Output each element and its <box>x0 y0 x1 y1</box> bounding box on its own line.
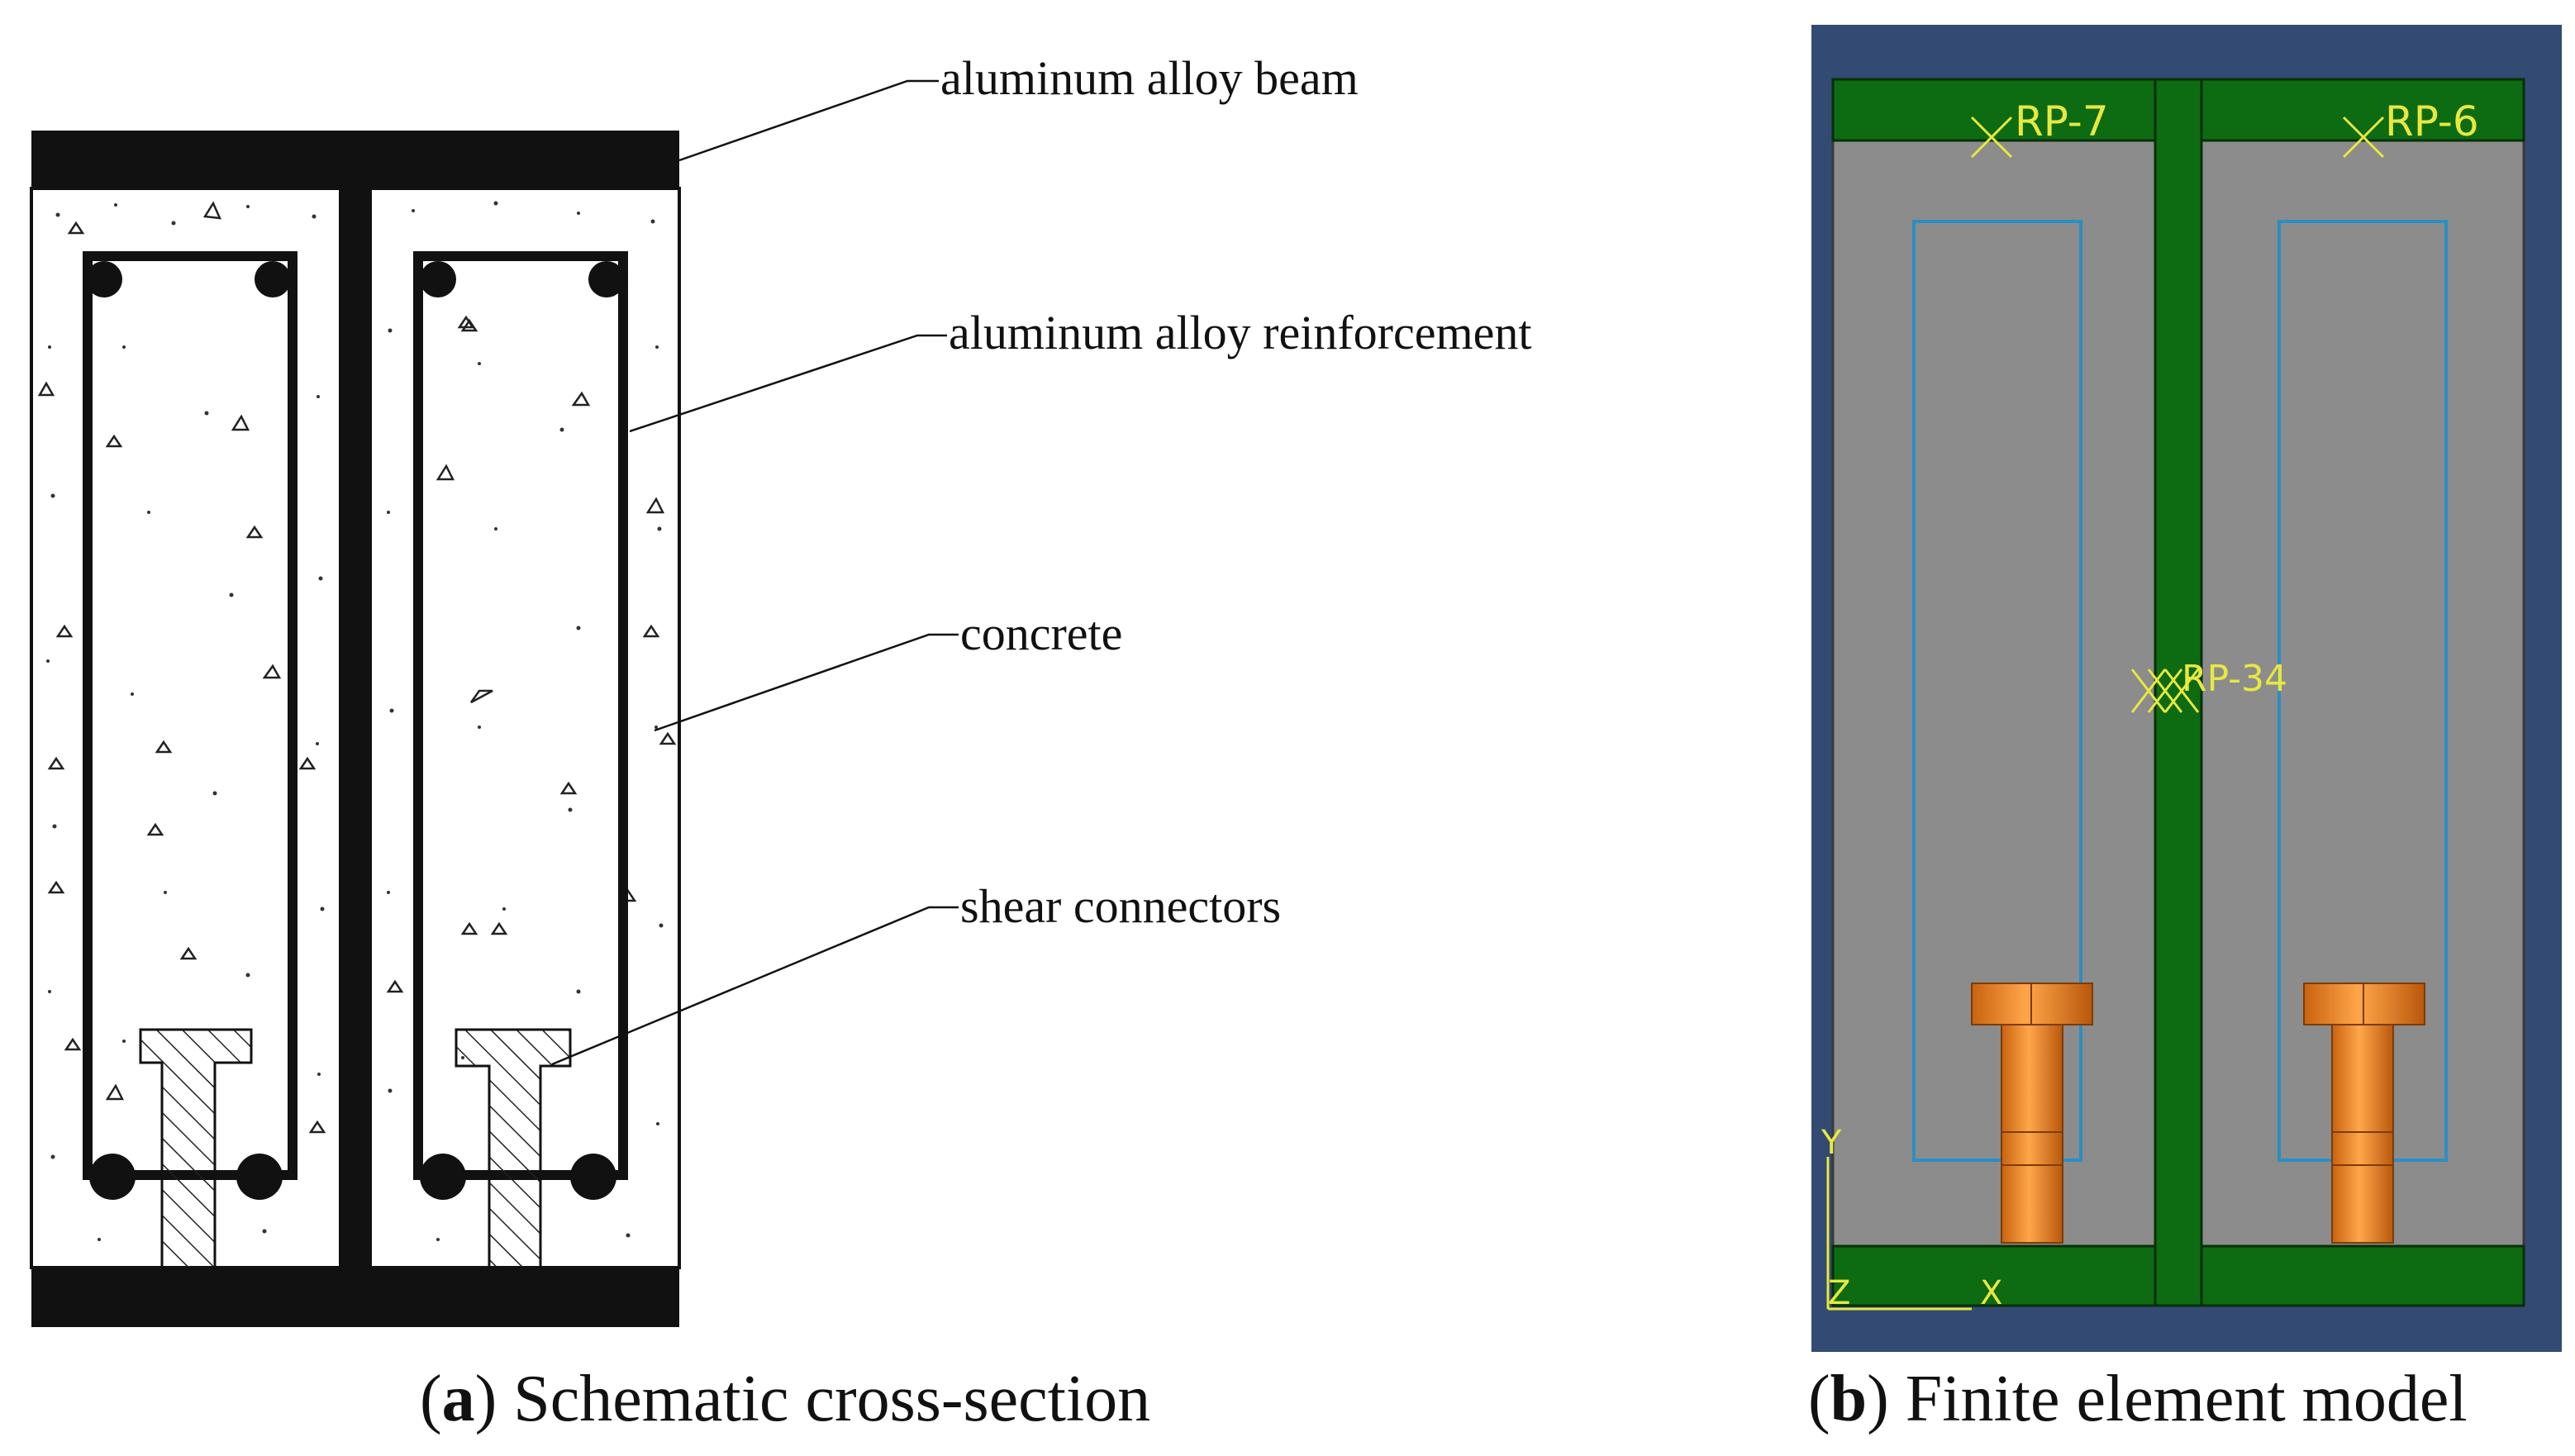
caption-a-letter: a <box>441 1363 475 1435</box>
concrete-aggregate-triangles <box>37 201 677 1134</box>
beam-bottom-flange <box>31 1268 679 1327</box>
label-concrete: concrete <box>960 607 1122 660</box>
longitudinal-rebars <box>86 261 625 1200</box>
fe-label-rp7: RP-7 <box>2015 98 2109 145</box>
fe-concrete-left <box>1831 137 2159 1249</box>
fe-shear-connector-left <box>1971 983 2093 1244</box>
fe-axis-z-label: Z <box>1828 1274 1850 1312</box>
concrete-aggregate-dots <box>46 201 664 1241</box>
leader-lines <box>551 79 959 1066</box>
fe-top-flange-left <box>1831 78 2159 142</box>
label-shear-connectors: shear connectors <box>960 879 1281 933</box>
fe-label-rp6: RP-6 <box>2385 98 2479 145</box>
shear-connector-right <box>455 1028 572 1269</box>
fe-axis-x-label: X <box>1980 1274 2002 1312</box>
caption-b-text: Finite element model <box>1905 1363 2468 1435</box>
label-aluminum-alloy-beam: aluminum alloy beam <box>940 51 1359 105</box>
fe-shear-connector-right <box>2303 983 2425 1244</box>
finite-element-model: RP-7 RP-6 RP-34 Y X Z <box>1811 25 2562 1352</box>
caption-a-text: Schematic cross-section <box>513 1363 1151 1435</box>
fe-rebar-cage-left <box>1912 220 2082 1162</box>
schematic-cross-section: aluminum alloy beam aluminum alloy reinf… <box>30 51 1531 1327</box>
caption-b: (b) Finite element model <box>1808 1363 2468 1435</box>
label-aluminum-alloy-reinforcement: aluminum alloy reinforcement <box>949 306 1531 359</box>
fe-reference-point-markers <box>1970 116 2385 713</box>
fe-label-rp-center: RP-34 <box>2182 658 2287 700</box>
fe-axis-triad <box>1826 1157 1972 1311</box>
beam-top-flange <box>31 131 679 190</box>
fe-bottom-flange-right <box>2198 1244 2525 1307</box>
caption-b-letter: b <box>1830 1363 1868 1435</box>
caption-a: (a) Schematic cross-section <box>420 1363 1151 1435</box>
fe-axis-y-label: Y <box>1821 1124 1842 1162</box>
shear-connector-left <box>139 1028 253 1269</box>
beam-web <box>340 188 370 1268</box>
